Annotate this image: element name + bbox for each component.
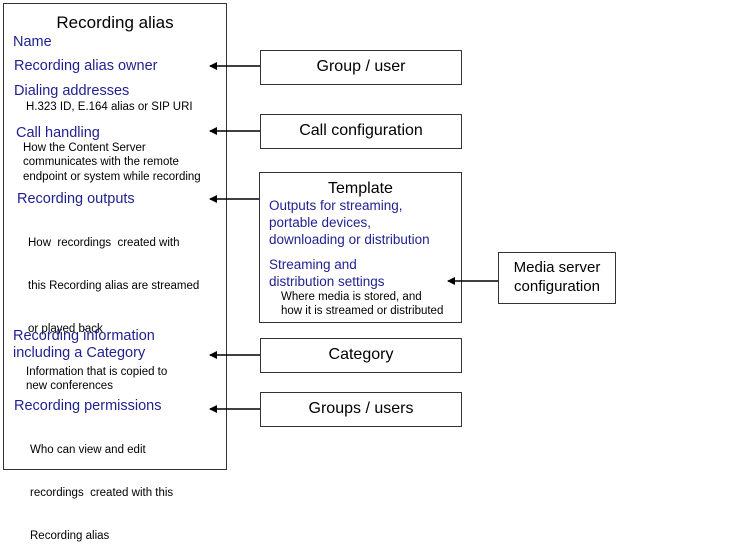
media-server-label: Media server configuration xyxy=(513,259,601,295)
template-box xyxy=(259,172,462,323)
call-config-label: Call configuration xyxy=(299,122,423,139)
category-label: Category xyxy=(328,346,394,363)
template-streaming-desc: Where media is stored, and how it is str… xyxy=(281,291,444,318)
info-heading: Recording information including a Catego… xyxy=(13,328,155,362)
dialing-desc: H.323 ID, E.164 alias or SIP URI xyxy=(26,101,193,113)
recording-alias-box xyxy=(3,3,227,470)
template-outputs: Outputs for streaming, portable devices,… xyxy=(269,198,430,247)
name-item: Name xyxy=(13,34,52,50)
owner-item: Recording alias owner xyxy=(14,58,158,74)
call-handling-desc: How the Content Server communicates with… xyxy=(23,142,201,183)
call-config-box xyxy=(260,114,462,149)
outputs-desc: How recordings created with this Recordi… xyxy=(28,236,200,335)
connector-arrows xyxy=(209,62,498,413)
media-server-box xyxy=(498,252,616,304)
category-box xyxy=(260,338,462,373)
permissions-heading: Recording permissions xyxy=(14,398,162,414)
dialing-heading: Dialing addresses xyxy=(14,83,130,99)
group-user-label: Group / user xyxy=(316,58,406,75)
template-title: Template xyxy=(328,180,393,197)
outputs-heading: Recording outputs xyxy=(17,191,135,207)
call-handling-heading: Call handling xyxy=(16,125,100,141)
group-user-box xyxy=(260,50,462,85)
info-desc: Information that is copied to new confer… xyxy=(26,366,168,393)
groups-users-label: Groups / users xyxy=(308,400,414,417)
groups-users-box xyxy=(260,392,462,427)
template-streaming: Streaming and distribution settings xyxy=(269,257,385,289)
recording-alias-title: Recording alias xyxy=(56,13,174,32)
